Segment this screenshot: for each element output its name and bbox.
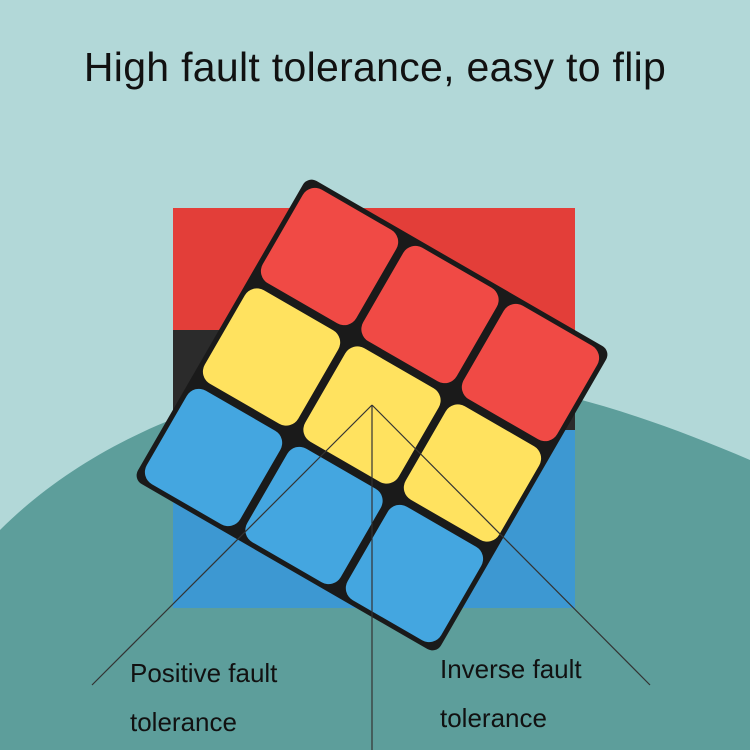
headline: High fault tolerance, easy to flip xyxy=(83,44,667,90)
line-positive xyxy=(91,404,373,686)
tile-yellow xyxy=(403,404,542,542)
tile-blue xyxy=(245,446,383,585)
annotation-lines xyxy=(91,404,651,750)
label-positive-line1: Positive fault xyxy=(130,658,278,688)
tile-red xyxy=(461,303,600,442)
tile-blue xyxy=(144,388,283,527)
line-inverse xyxy=(371,404,651,686)
tile-blue xyxy=(345,504,484,643)
label-positive-line2: tolerance xyxy=(130,707,237,737)
tile-red xyxy=(260,187,399,326)
label-inverse-line1: Inverse fault xyxy=(440,654,582,684)
label-inverse-line2: tolerance xyxy=(440,703,547,733)
tile-yellow xyxy=(202,288,341,426)
tile-red xyxy=(361,245,499,384)
